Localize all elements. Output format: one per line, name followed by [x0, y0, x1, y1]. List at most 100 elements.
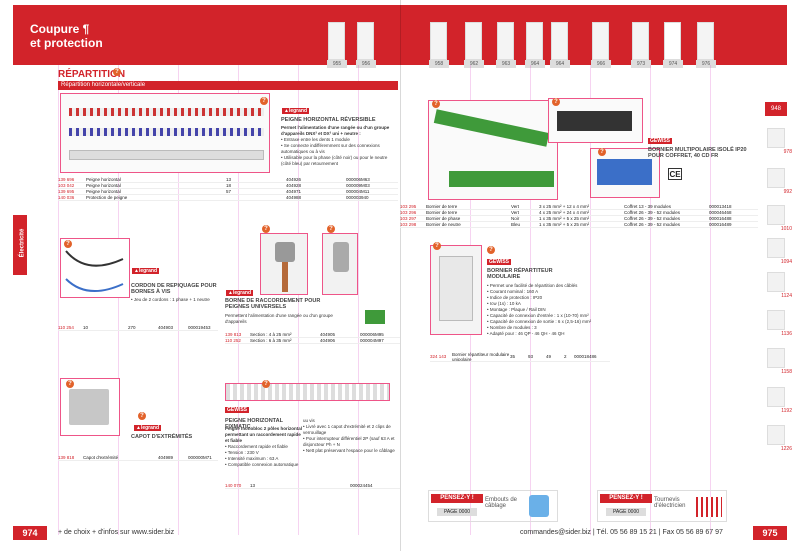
bornier-green-image [428, 100, 558, 200]
side-index-item[interactable]: 992 [767, 168, 792, 195]
side-index-item[interactable]: 1158 [767, 348, 792, 375]
fixmatic-desc: Peigne monobloc 2 pôles horizontal perme… [225, 426, 303, 467]
repartiteur-desc: • Permet une facilité de répartition des… [487, 283, 592, 336]
repartiteur-image [430, 245, 482, 335]
page-thumb[interactable]: 956 [356, 22, 376, 68]
embout-image [529, 495, 549, 517]
page-thumb-number: 962 [464, 60, 484, 68]
side-index-item[interactable]: 1136 [767, 310, 792, 337]
pensez-y-box-2[interactable]: PENSEZ-Y ! PAGE 0000 Tournevis d'électri… [597, 490, 727, 522]
gewiss-logo-fixmatic: GEWISS [225, 407, 250, 413]
page-thumb-number: 958 [429, 60, 449, 68]
side-index-page: 1158 [781, 369, 792, 375]
energy-badge [365, 310, 385, 324]
pensez-y-title-1: PENSEZ-Y ! [431, 494, 483, 503]
borne-image-2 [322, 233, 358, 295]
side-index-page: 1226 [780, 446, 792, 452]
footer-left-page-no: 974 [13, 526, 47, 540]
side-index-item[interactable]: 1192 [767, 387, 792, 414]
tournevis-image [696, 497, 722, 517]
borne-title: BORNE DE RACCORDEMENT POUR PEIGNES UNIVE… [225, 298, 321, 310]
bornier-blue-image [590, 148, 660, 198]
cordon-title: CORDON DE REPIQUAGE POUR BORNES À VIS [131, 283, 217, 295]
capot-title: CAPOT D'EXTRÉMITÉS [131, 434, 193, 440]
pensez-y-title-2: PENSEZ-Y ! [600, 494, 652, 503]
page-thumb-number: 955 [327, 60, 347, 68]
gewiss-logo-iso: GEWISS [648, 138, 673, 144]
pensez-y-text-2: Tournevis d'électricien [654, 497, 686, 509]
section-title: RÉPARTITION [58, 69, 126, 80]
ce-mark: CE [668, 168, 682, 180]
side-label: Électricité [19, 228, 26, 258]
side-index-item[interactable]: 1094 [767, 238, 792, 265]
pensez-y-page-2[interactable]: PAGE 0000 [606, 508, 646, 516]
side-index-page: 1136 [781, 331, 792, 337]
side-index-page: 1192 [781, 408, 792, 414]
pensez-y-text-1: Embouts de câblage [485, 497, 518, 509]
page-thumb[interactable]: 966 [591, 22, 611, 68]
page-thumb[interactable]: 964 [550, 22, 570, 68]
side-top-tab: 948 [765, 102, 787, 116]
footer-right-text[interactable]: commandes@sider.biz | Tél. 05 56 89 15 2… [520, 529, 723, 536]
legrand-logo-borne: ▲legrand [226, 290, 254, 296]
page-thumb-number: 976 [696, 60, 716, 68]
pensez-y-box-1[interactable]: PENSEZ-Y ! PAGE 0000 Embouts de câblage [428, 490, 558, 522]
legrand-logo: ▲legrand [282, 108, 310, 114]
bornier-black-image [548, 98, 643, 143]
cordon-image [60, 238, 130, 298]
section-subtitle: Répartition horizontale/verticale [58, 81, 398, 90]
page-thumb[interactable]: 955 [327, 22, 347, 68]
page-thumb-number: 964 [525, 60, 545, 68]
side-index-item[interactable]: 978 [767, 128, 792, 155]
footer-left-text[interactable]: + de choix + d'infos sur www.sider.biz [58, 529, 175, 536]
fixmatic-image [225, 383, 390, 401]
header-title-line1: Coupure ¶ [30, 22, 90, 36]
page-thumb-number: 974 [663, 60, 683, 68]
footer-right-page-no: 975 [753, 526, 787, 540]
borne-image-1 [260, 233, 308, 295]
page-thumb[interactable]: 974 [663, 22, 683, 68]
side-index-item[interactable]: 1010 [767, 205, 792, 232]
side-index-item[interactable]: 1226 [767, 425, 792, 452]
side-index-item[interactable]: 1124 [767, 272, 792, 299]
cordon-desc: • Jeu de 2 cordons : 1 phase + 1 neutre [131, 297, 210, 302]
page-thumb[interactable]: 962 [464, 22, 484, 68]
page-thumb[interactable]: 963 [496, 22, 516, 68]
gewiss-logo-repartiteur: GEWISS [487, 259, 512, 265]
fixmatic-title: PEIGNE HORIZONTAL FIXMATIC [225, 418, 283, 430]
page-thumb-number: 963 [496, 60, 516, 68]
legrand-logo-capot: ▲legrand [134, 425, 162, 431]
page-thumb-number: 966 [591, 60, 611, 68]
header-title-block: Coupure ¶ et protection [30, 22, 103, 50]
side-index-page: 1010 [780, 226, 792, 232]
page-thumb[interactable]: 973 [631, 22, 651, 68]
page-thumb[interactable]: 964 [525, 22, 545, 68]
page-thumb[interactable]: 958 [429, 22, 449, 68]
page-thumb-number: 964 [550, 60, 570, 68]
repartiteur-title: BORNIER RÉPARTITEUR MODULAIRE [487, 268, 553, 280]
peigne-image [60, 93, 270, 173]
peigne-title: PEIGNE HORIZONTAL RÉVERSIBLE [281, 117, 376, 123]
header-title-line2: et protection [30, 36, 103, 50]
borne-desc: Permettent l'alimentation d'une rangée o… [225, 313, 333, 324]
header-bar [13, 5, 787, 65]
page-thumb[interactable]: 976 [696, 22, 716, 68]
pensez-y-page-1[interactable]: PAGE 0000 [437, 508, 477, 516]
fixmatic-desc-2: uu vis• Livré avec 1 capot d'extrémité e… [303, 418, 395, 453]
page-thumb-number: 956 [356, 60, 376, 68]
legrand-logo-cordon: ▲legrand [132, 268, 160, 274]
